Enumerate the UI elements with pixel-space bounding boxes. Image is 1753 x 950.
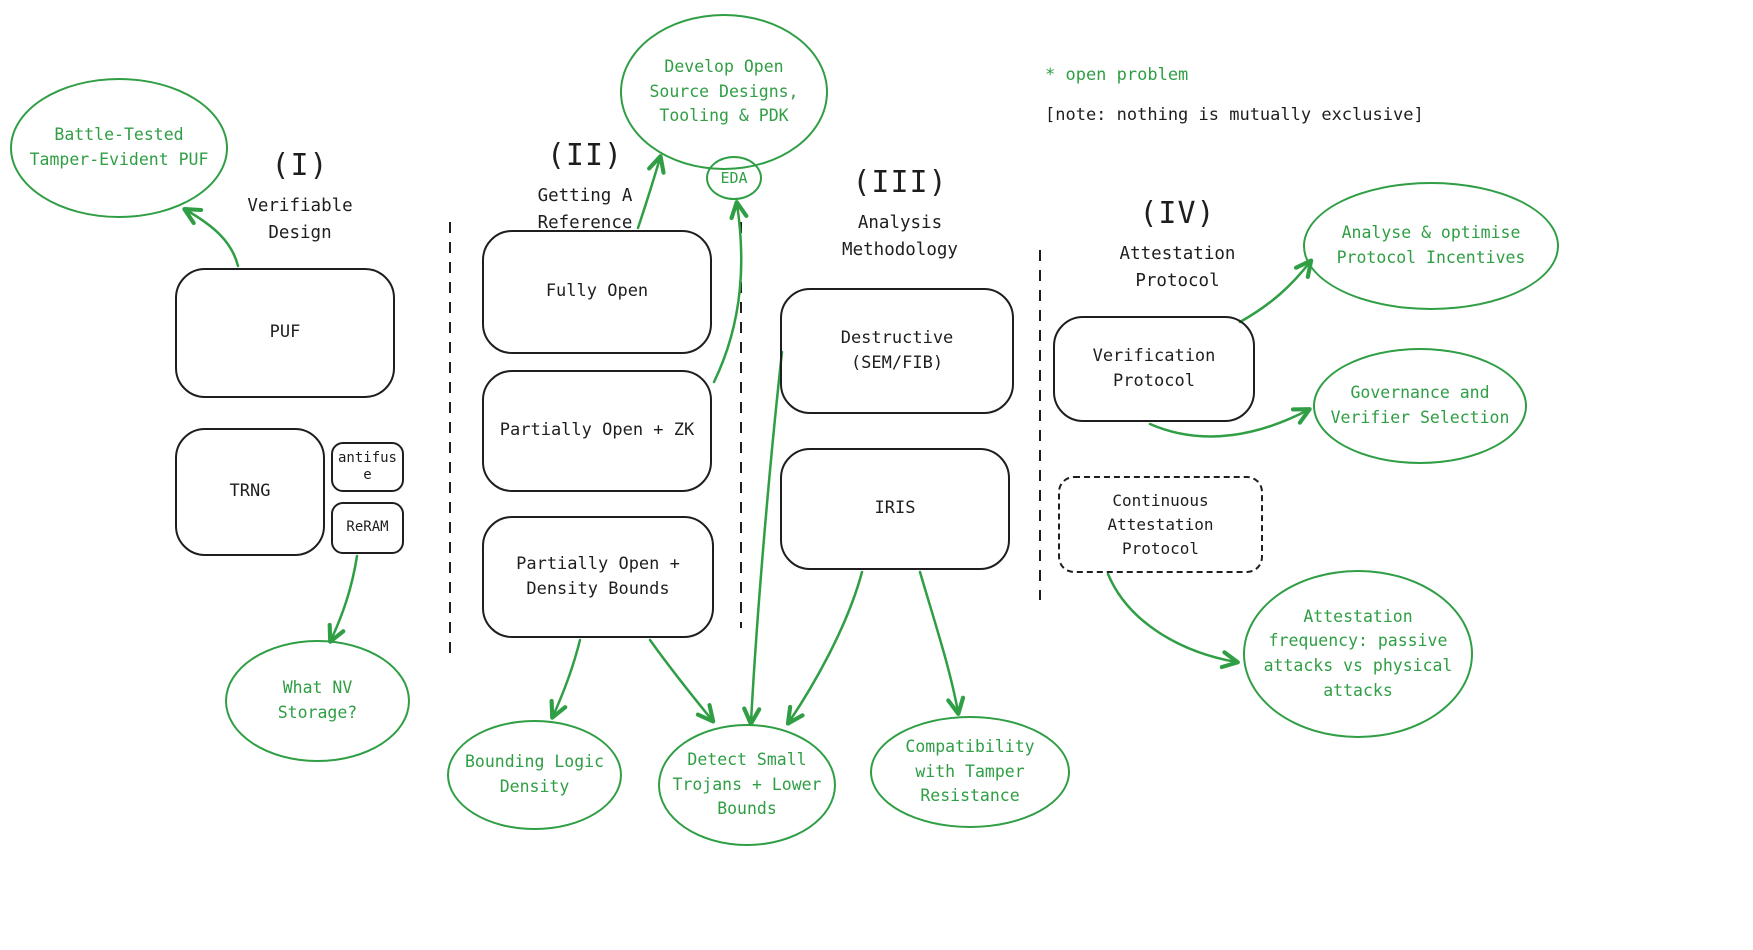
compatibility-tamper-resistance-label: Compatibility with Tamper Resistance — [905, 736, 1035, 806]
arrow-density-bounds-to-detect-trojans — [648, 638, 716, 724]
attestation-frequency-ellipse: Attestation frequency: passive attacks v… — [1243, 570, 1473, 738]
continuous-attestation-protocol-box: Continuous Attestation Protocol — [1058, 476, 1263, 573]
section-4-numeral: (IV) — [1139, 196, 1216, 231]
puf-box: PUF — [175, 268, 395, 398]
section-4-title: Attestation Protocol — [1119, 244, 1236, 292]
battle-tested-puf-label: Battle-Tested Tamper-Evident PUF — [29, 125, 209, 169]
arrow-destructive-to-detect-trojans — [742, 350, 784, 726]
what-nv-storage-ellipse: What NV Storage? — [225, 640, 410, 762]
section-2-header: (II) Getting A Reference — [510, 138, 660, 237]
detect-small-trojans-ellipse: Detect Small Trojans + Lower Bounds — [658, 724, 836, 846]
governance-verifier-selection-label: Governance and Verifier Selection — [1330, 383, 1510, 427]
detect-small-trojans-label: Detect Small Trojans + Lower Bounds — [672, 749, 822, 819]
governance-verifier-selection-ellipse: Governance and Verifier Selection — [1313, 348, 1527, 464]
arrow-iris-to-compatibility — [918, 570, 966, 716]
trng-box: TRNG — [175, 428, 325, 556]
verification-protocol-box: Verification Protocol — [1053, 316, 1255, 422]
continuous-attestation-protocol-label: Continuous Attestation Protocol — [1107, 490, 1214, 558]
arrow-iris-to-detect-trojans — [785, 570, 864, 726]
section-2-numeral: (II) — [546, 138, 624, 173]
puf-label: PUF — [269, 322, 301, 343]
what-nv-storage-label: What NV Storage? — [277, 678, 358, 722]
arrow-density-bounds-to-bounding-logic — [549, 638, 582, 720]
destructive-sem-fib-box: Destructive (SEM/FIB) — [780, 288, 1014, 414]
reram-box: ReRAM — [331, 502, 404, 554]
arrow-partially-open-zk-to-eda — [712, 200, 749, 384]
arrow-continuous-to-attestation-frequency — [1106, 572, 1240, 670]
open-problem-legend: * open problem — [1045, 65, 1189, 85]
trng-label: TRNG — [229, 481, 271, 502]
antifuse-label: antifuse — [337, 449, 397, 484]
eda-ellipse: EDA — [706, 156, 762, 200]
antifuse-box: antifuse — [331, 442, 404, 492]
develop-open-source-label: Develop Open Source Designs, Tooling & P… — [649, 56, 799, 126]
bounding-logic-density-label: Bounding Logic Density — [464, 752, 605, 796]
fully-open-box: Fully Open — [482, 230, 712, 354]
section-1-header: (I) Verifiable Design — [235, 148, 365, 247]
section-3-header: (III) Analysis Methodology — [825, 165, 975, 264]
arrow-puf-to-battle-tested — [182, 207, 240, 268]
verification-protocol-label: Verification Protocol — [1092, 345, 1216, 392]
compatibility-tamper-resistance-ellipse: Compatibility with Tamper Resistance — [870, 716, 1070, 828]
section-1-numeral: (I) — [271, 148, 329, 183]
fully-open-label: Fully Open — [545, 281, 649, 302]
analyse-optimise-incentives-ellipse: Analyse & optimise Protocol Incentives — [1303, 182, 1559, 310]
partially-open-density-bounds-box: Partially Open + Density Bounds — [482, 516, 714, 638]
section-1-title: Verifiable Design — [247, 196, 353, 244]
battle-tested-puf-ellipse: Battle-Tested Tamper-Evident PUF — [10, 78, 228, 218]
destructive-sem-fib-label: Destructive (SEM/FIB) — [840, 327, 954, 374]
section-3-title: Analysis Methodology — [842, 213, 958, 261]
eda-label: EDA — [720, 168, 748, 187]
attestation-frequency-label: Attestation frequency: passive attacks v… — [1263, 606, 1453, 700]
section-3-numeral: (III) — [852, 165, 948, 200]
arrow-reram-to-nv-storage — [327, 554, 359, 644]
mutually-exclusive-note: [note: nothing is mutually exclusive] — [1045, 105, 1424, 125]
section-2-title: Getting A Reference — [537, 186, 633, 234]
arrow-verification-to-governance — [1148, 407, 1312, 438]
partially-open-zk-label: Partially Open + ZK — [499, 420, 695, 441]
arrow-verification-to-analyse-incentives — [1238, 258, 1314, 324]
develop-open-source-ellipse: Develop Open Source Designs, Tooling & P… — [620, 14, 828, 170]
iris-box: IRIS — [780, 448, 1010, 570]
bounding-logic-density-ellipse: Bounding Logic Density — [447, 720, 622, 830]
section-4-header: (IV) Attestation Protocol — [1090, 196, 1265, 295]
iris-label: IRIS — [874, 498, 916, 519]
arrow-fully-open-to-develop-open-source — [636, 154, 666, 230]
reram-label: ReRAM — [346, 519, 389, 536]
partially-open-density-bounds-label: Partially Open + Density Bounds — [516, 553, 680, 600]
partially-open-zk-box: Partially Open + ZK — [482, 370, 712, 492]
analyse-optimise-incentives-label: Analyse & optimise Protocol Incentives — [1336, 223, 1526, 267]
